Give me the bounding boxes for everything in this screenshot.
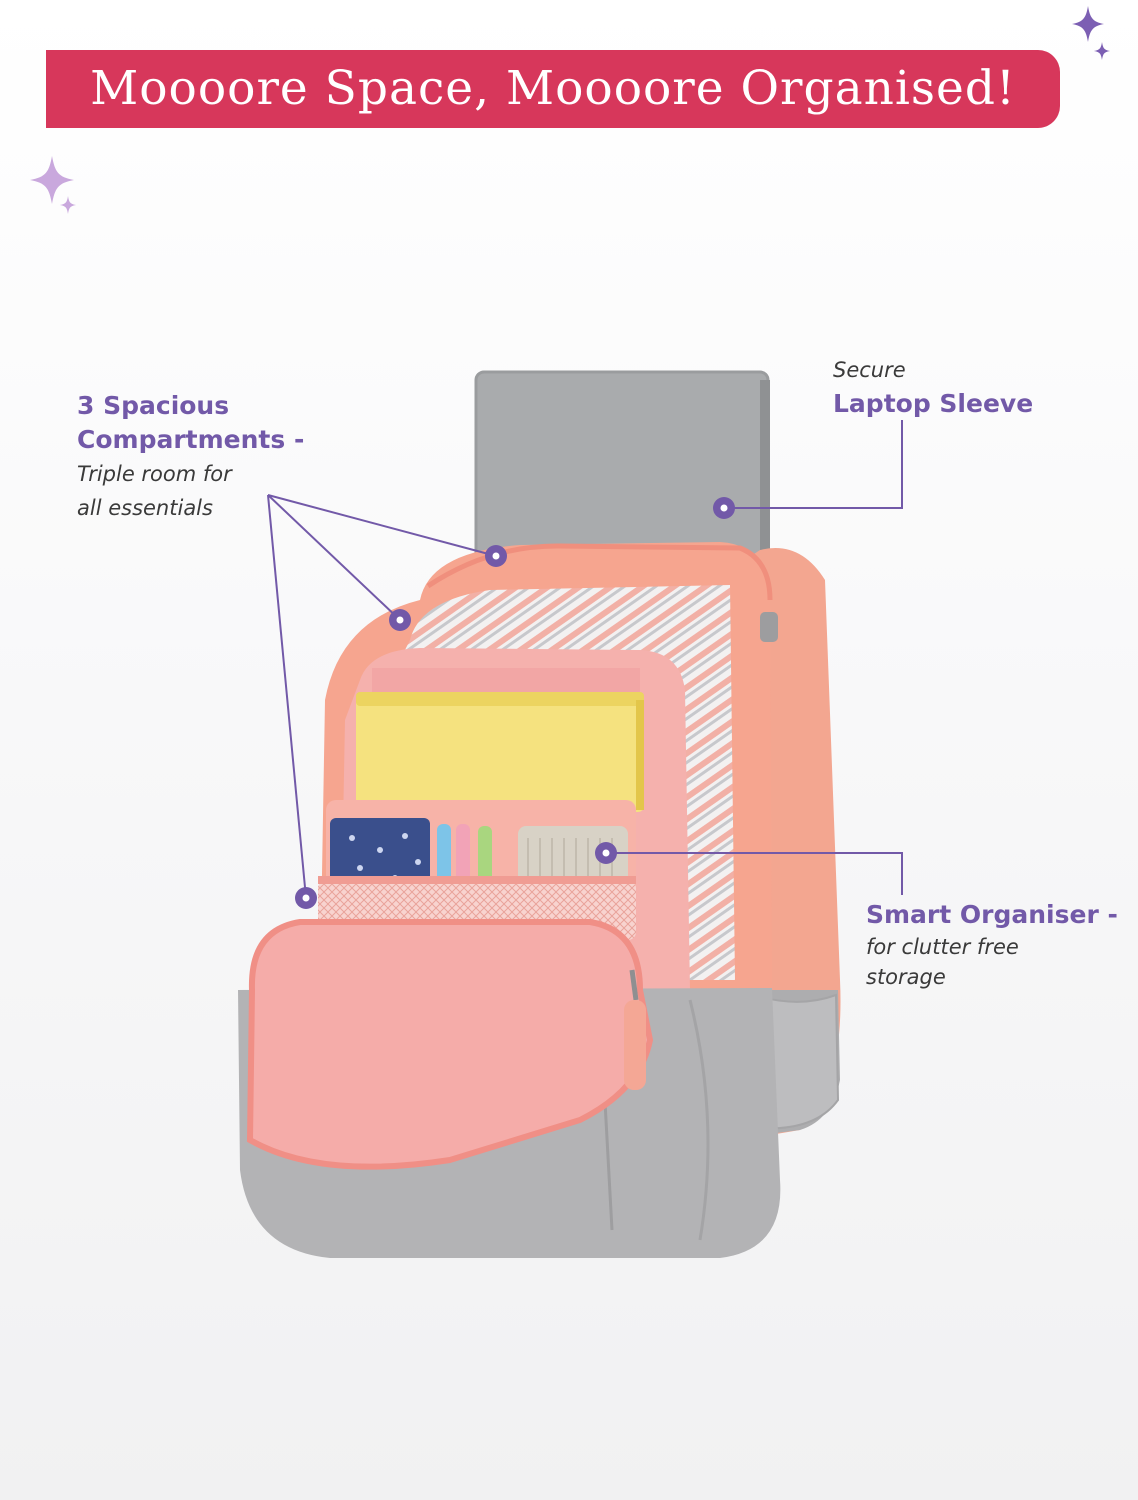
callout-description: Triple room for: [77, 462, 232, 486]
callout-compartments: 3 Spacious Compartments - Triple room fo…: [77, 389, 304, 525]
callout-prefix: Secure: [833, 358, 906, 382]
banner-title: Moooore Space, Moooore Organised!: [90, 61, 1016, 116]
page-banner: Moooore Space, Moooore Organised!: [46, 50, 1060, 128]
callout-heading: Compartments -: [77, 425, 305, 454]
sparkle-icon: [1072, 6, 1110, 60]
callout-heading: Smart Organiser -: [866, 900, 1118, 929]
callout-description: for clutter free: [866, 935, 1019, 959]
sparkle-icon: [30, 156, 76, 214]
callout-description: all essentials: [77, 496, 213, 520]
callout-heading: 3 Spacious: [77, 391, 230, 420]
callout-laptop-sleeve: Secure Laptop Sleeve: [833, 353, 1033, 421]
callout-description: storage: [866, 965, 946, 989]
callout-heading: Laptop Sleeve: [833, 389, 1034, 418]
callout-smart-organiser: Smart Organiser - for clutter free stora…: [866, 898, 1118, 992]
flower-marker-icon: [295, 497, 735, 909]
